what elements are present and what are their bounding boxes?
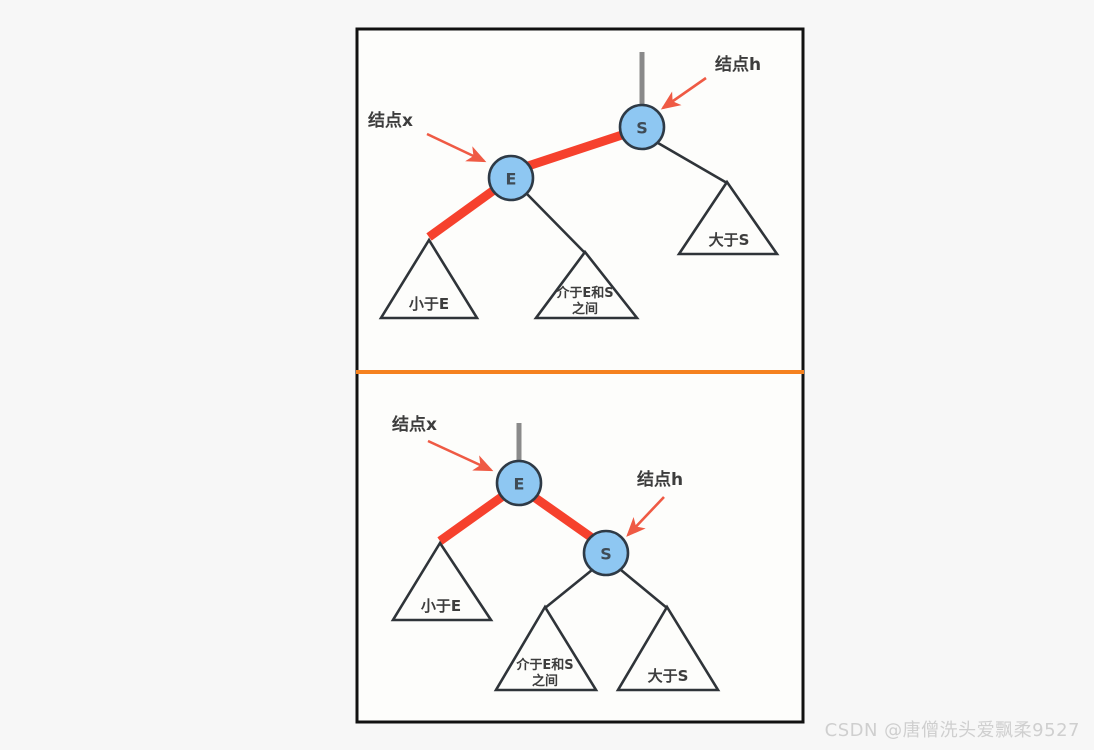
subtree-between-E-and-S: 介于E和S 之间 [533,249,640,320]
triangle-shape [615,604,721,692]
triangle-shape [676,179,780,256]
triangle-label: 大于S [648,667,689,685]
panel-rotation-before: 小于E 介于E和S 之间 大于S S E 结点x 结点h [368,52,780,320]
triangle-label-line1: 介于E和S [555,285,613,301]
node-label: S [636,119,648,138]
subtree-between-E-and-S: 介于E和S 之间 [493,604,599,692]
triangle-shape [493,604,599,692]
annotation-node-x: 结点x [368,110,487,163]
node-S[interactable]: S [582,529,630,577]
annotation-label: 结点x [392,414,437,435]
node-circle[interactable] [618,103,666,151]
node-circle[interactable] [495,459,543,507]
panel-rotation-after: 小于E 介于E和S 之间 大于S E S 结点x 结点h [390,414,721,692]
triangle-shape [533,249,640,320]
node-E[interactable]: E [495,459,543,507]
node-label: E [506,170,517,189]
annotation-label: 结点h [637,469,683,490]
annotation-label: 结点h [715,54,761,75]
subtree-less-than-E: 小于E [390,540,494,622]
edge-highlight-E-to-S [526,128,630,171]
diagram-frame [355,27,805,724]
node-E[interactable]: E [487,154,535,202]
annotation-node-h: 结点h [626,469,683,537]
triangle-label: 小于E [421,597,461,615]
annotation-node-x: 结点x [392,414,494,472]
edge-highlight-E-to-left [437,492,506,545]
subtree-greater-than-S: 大于S [676,179,780,256]
triangle-label: 小于E [409,295,449,313]
subtree-greater-than-S: 大于S [615,604,721,692]
triangle-label-line2: 之间 [532,673,558,689]
triangle-shape [378,237,480,320]
node-circle[interactable] [582,529,630,577]
node-label: S [600,545,612,564]
annotation-arrow-icon [426,132,487,163]
node-S[interactable]: S [618,103,666,151]
subtree-less-than-E: 小于E [378,237,480,320]
annotation-arrow-icon [427,439,494,472]
triangle-label: 大于S [709,231,750,249]
csdn-watermark: CSDN @唐僧洗头爱飘柔9527 [824,720,1080,741]
triangle-shape [390,540,494,622]
node-circle[interactable] [487,154,535,202]
edge-E-to-between [526,193,586,254]
edge-highlight-E-to-S [531,493,598,544]
triangle-label-line1: 介于E和S [515,657,573,673]
annotation-arrow-icon [660,76,707,110]
node-label: E [514,475,525,494]
edge-S-to-greater-than-S [620,568,668,610]
edge-S-to-between [544,568,593,610]
triangle-label-line2: 之间 [572,301,598,317]
edge-highlight-E-to-left [426,186,497,241]
edge-S-to-greater-than-S [657,141,728,185]
annotation-label: 结点x [368,110,413,131]
annotation-node-h: 结点h [660,54,761,110]
annotation-arrow-icon [626,496,665,537]
